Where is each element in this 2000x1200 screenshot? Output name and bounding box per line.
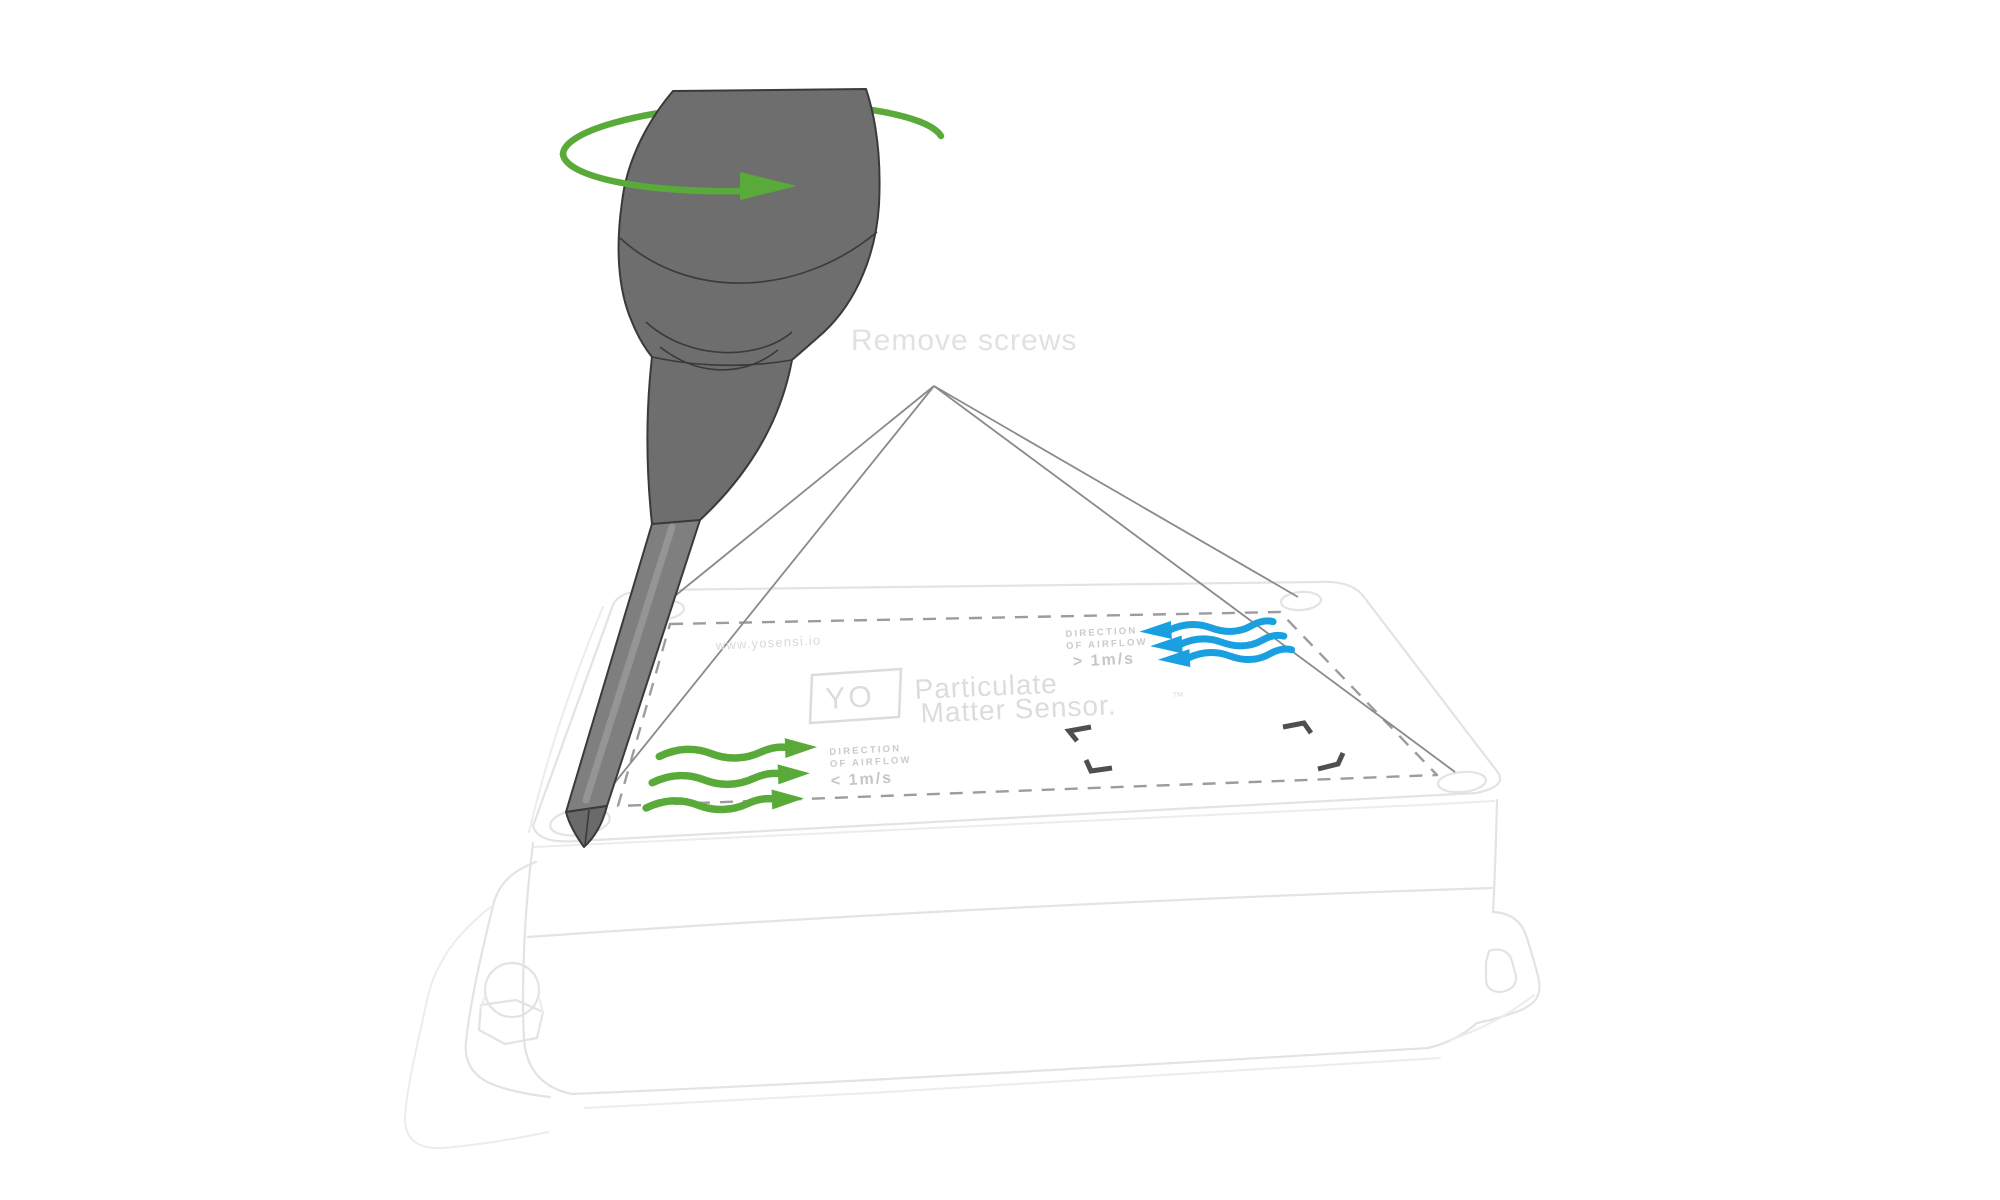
- handle-shoulder-line: [619, 231, 878, 284]
- device-front-bevel: [533, 800, 1495, 848]
- right-flange-hole: [1484, 948, 1518, 994]
- screwdriver-shaft: [565, 519, 701, 813]
- logo-text: YO: [824, 680, 875, 716]
- device-left-edge: [521, 841, 574, 1096]
- blue-airflow-label-line1: DIRECTION: [1065, 625, 1138, 640]
- device-bottom-edge-outer: [584, 1057, 1441, 1109]
- leader-top-left: [659, 385, 935, 609]
- device-left-rim: [528, 606, 604, 833]
- shaft-highlight: [582, 523, 676, 804]
- rotation-arrow-front: [559, 150, 797, 200]
- alignment-bracket-top-left: [1064, 724, 1092, 743]
- alignment-bracket-bottom-left: [1083, 758, 1113, 774]
- screwdriver: [559, 88, 945, 848]
- blue-airflow-label: DIRECTION OF AIRFLOW > 1m/s: [1065, 625, 1148, 670]
- screw-top-right: [1279, 590, 1323, 612]
- alignment-bracket-top-right: [1282, 720, 1314, 735]
- leader-bottom-left: [595, 385, 935, 807]
- green-airflow-label-line1: DIRECTION: [829, 743, 902, 758]
- tip-flute-line: [584, 809, 590, 846]
- green-airflow-label-line2: OF AIRFLOW: [830, 755, 912, 770]
- green-airflow-label: DIRECTION OF AIRFLOW < 1m/s: [829, 743, 912, 790]
- device-top-face: [531, 580, 1502, 843]
- hex-bolt-side: [480, 995, 544, 1014]
- trademark-mark: ™: [1172, 689, 1185, 704]
- blue-airflow-arrows: [1139, 615, 1292, 670]
- device-right-edge: [1491, 798, 1499, 914]
- top-face-labels: www.yosensi.io YO Particulate Matter Sen…: [714, 632, 1346, 774]
- leader-top-right: [933, 385, 1299, 598]
- logo-box: [808, 667, 903, 725]
- handle-grip-line2: [659, 346, 779, 371]
- device-lip-line: [526, 886, 1494, 939]
- hex-bolt-head: [483, 961, 541, 1019]
- left-flange: [464, 860, 552, 1099]
- sensor-device: [404, 580, 1541, 1150]
- green-airflow-label-line3: < 1m/s: [830, 770, 893, 790]
- rotation-arrowhead: [740, 172, 797, 200]
- hex-bolt-base: [477, 998, 545, 1046]
- leader-bottom-right: [933, 385, 1456, 773]
- screw-bottom-right: [1436, 770, 1488, 794]
- right-flange-foot: [1426, 1021, 1479, 1050]
- website-text: www.yosensi.io: [714, 632, 821, 653]
- product-name-line1: Particulate: [914, 668, 1059, 705]
- handle-grip-line1: [645, 321, 793, 354]
- green-airflow-arrow-1: [659, 737, 818, 763]
- alignment-bracket-bottom-right: [1317, 751, 1346, 772]
- leader-lines: [595, 385, 1456, 807]
- right-foot-seam: [1449, 994, 1535, 1041]
- left-foot-outer: [404, 905, 549, 1150]
- instruction-text: Remove screws: [851, 324, 1077, 357]
- blue-airflow-label-line3: > 1m/s: [1072, 650, 1135, 670]
- green-airflow-arrow-2: [652, 763, 811, 789]
- top-face-dashed-border: [616, 610, 1439, 808]
- handle-neck-line: [651, 356, 793, 367]
- blue-airflow-label-line2: OF AIRFLOW: [1066, 637, 1148, 652]
- device-bottom-edge: [570, 1046, 1430, 1096]
